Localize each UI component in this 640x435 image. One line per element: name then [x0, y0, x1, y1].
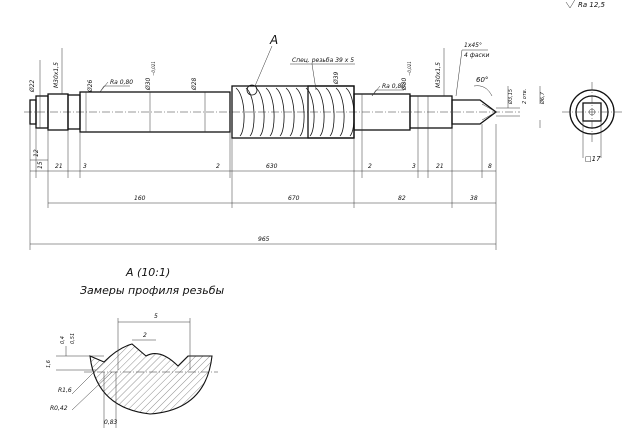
svg-text:12: 12: [33, 149, 40, 157]
svg-text:□17: □17: [585, 155, 601, 163]
svg-text:2 отв.: 2 отв.: [522, 89, 528, 104]
end-view: □17: [562, 82, 622, 163]
svg-text:М30х1,5: М30х1,5: [435, 62, 442, 88]
svg-text:0,83: 0,83: [104, 419, 118, 426]
svg-text:2: 2: [368, 163, 372, 170]
svg-text:21: 21: [436, 163, 444, 170]
svg-text:670: 670: [288, 195, 300, 202]
profile-section: [89, 343, 213, 415]
svg-text:−0,021: −0,021: [151, 61, 156, 76]
dimension-lines: [30, 159, 496, 245]
svg-text:Ø39: Ø39: [333, 71, 340, 85]
svg-text:Ø30: Ø30: [401, 77, 408, 91]
svg-text:Ø28: Ø28: [191, 77, 198, 91]
svg-text:0,4: 0,4: [60, 336, 66, 344]
svg-text:1,6: 1,6: [46, 360, 52, 368]
svg-text:Ø22: Ø22: [29, 79, 36, 93]
detail-view: А (10:1) Замеры профиля резьбы 5 2 0,4 0…: [46, 266, 224, 428]
chamfer-label-2: 4 фаски: [464, 52, 489, 59]
svg-text:Ø26: Ø26: [87, 79, 94, 93]
detail-a-circle: [246, 84, 258, 96]
roughness-symbol: Ra 12,5: [565, 0, 606, 9]
svg-text:2: 2: [143, 332, 147, 339]
extension-lines: [29, 124, 497, 250]
thread-coils: [235, 45, 355, 137]
detail-title: А (10:1): [125, 266, 170, 279]
detail-subtitle: Замеры профиля резьбы: [80, 284, 224, 297]
svg-text:3: 3: [83, 163, 87, 170]
svg-text:965: 965: [258, 236, 270, 243]
svg-text:38: 38: [470, 195, 478, 202]
svg-text:2: 2: [216, 163, 220, 170]
svg-text:8: 8: [488, 163, 492, 170]
svg-text:160: 160: [134, 195, 146, 202]
svg-text:−0,021: −0,021: [407, 61, 412, 76]
svg-text:5: 5: [154, 313, 158, 320]
view-letter: А: [269, 33, 278, 47]
svg-text:0,51: 0,51: [70, 333, 76, 344]
svg-text:Ø3,15: Ø3,15: [507, 89, 514, 105]
svg-text:Ø6,7: Ø6,7: [539, 91, 546, 105]
svg-text:R1,6: R1,6: [58, 387, 72, 394]
thread-spec-label: Спец. резьба 39 х 5: [292, 57, 354, 64]
angle-60-label: 60°: [476, 76, 488, 84]
svg-text:М30х1,5: М30х1,5: [53, 62, 60, 88]
svg-text:Ra 0,80: Ra 0,80: [382, 83, 405, 90]
svg-text:21: 21: [55, 163, 63, 170]
dimension-texts: 12 15 21 3 2 630 2 3 21 8 160 670 82 38 …: [33, 149, 492, 243]
roughness-text: Ra 12,5: [578, 1, 606, 9]
svg-text:3: 3: [412, 163, 416, 170]
svg-text:630: 630: [266, 163, 278, 170]
diameter-labels: Ø22 М30х1,5 Ø26 Ra 0,80 Ø30 −0,021 Ø28 Ø…: [29, 48, 546, 128]
svg-text:15: 15: [37, 161, 44, 169]
svg-text:Ø30: Ø30: [145, 77, 152, 91]
chamfer-label-1: 1х45°: [464, 42, 482, 49]
svg-text:Ra 0,80: Ra 0,80: [110, 79, 133, 86]
svg-text:R0,42: R0,42: [50, 405, 68, 412]
svg-text:82: 82: [398, 195, 406, 202]
